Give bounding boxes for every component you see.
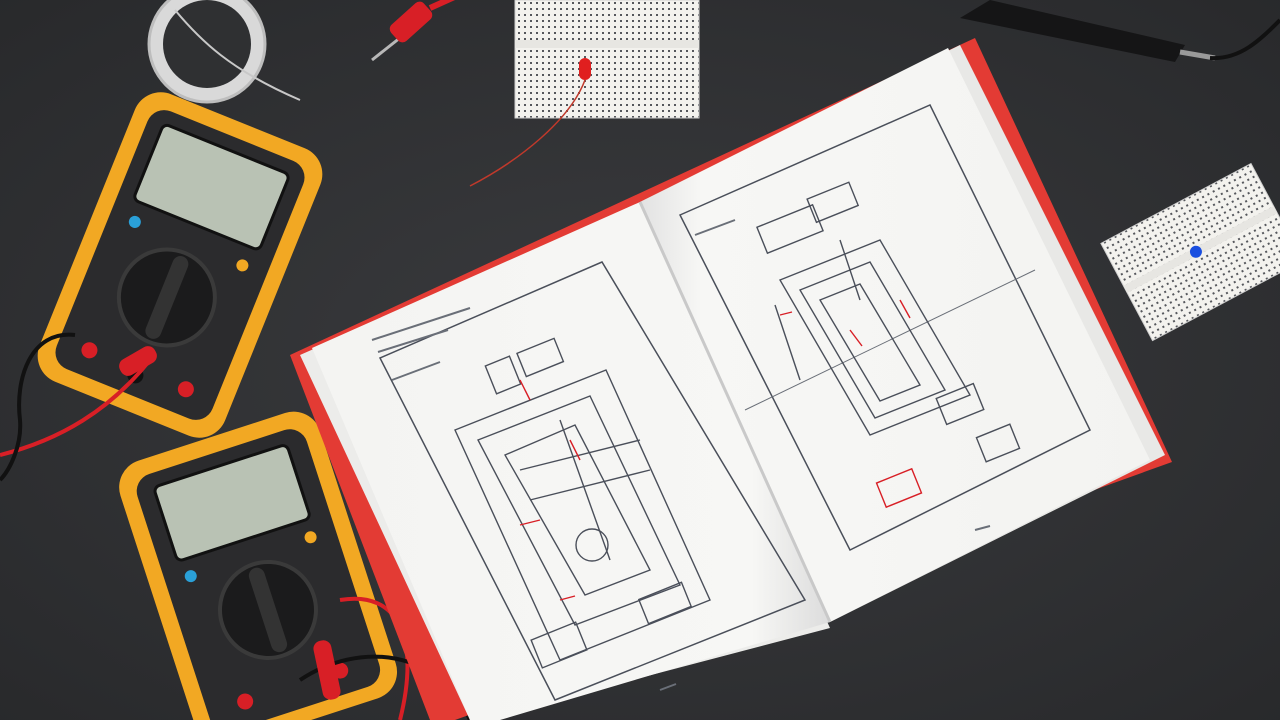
probe-wire-black-1 (0, 332, 76, 482)
solder-spool (147, 0, 301, 104)
right-diagram-frame (678, 104, 1092, 552)
breadboard-right (1100, 162, 1280, 342)
multimeter-top (37, 92, 323, 438)
right-page (640, 48, 1150, 622)
left-schematic-red-marks (519, 379, 581, 601)
breadboard-top (469, 0, 700, 187)
open-book (290, 38, 1172, 720)
left-page-number-mark (659, 683, 677, 691)
probe-red-top (371, 0, 456, 62)
right-schematic-red-marks (779, 299, 911, 347)
led-blue (1189, 245, 1202, 258)
left-diagram-frame (378, 261, 807, 701)
left-page-heading-lines (371, 307, 471, 381)
led-red (579, 58, 591, 80)
right-schematic (756, 181, 1021, 509)
book-spine (638, 201, 832, 623)
probe-wire-red-1 (0, 358, 152, 457)
multimeter-screen (133, 123, 290, 251)
left-schematic (454, 337, 711, 669)
right-page-text-lines (694, 219, 736, 236)
right-page-number-mark (974, 525, 991, 531)
soldering-iron (960, 0, 1280, 62)
